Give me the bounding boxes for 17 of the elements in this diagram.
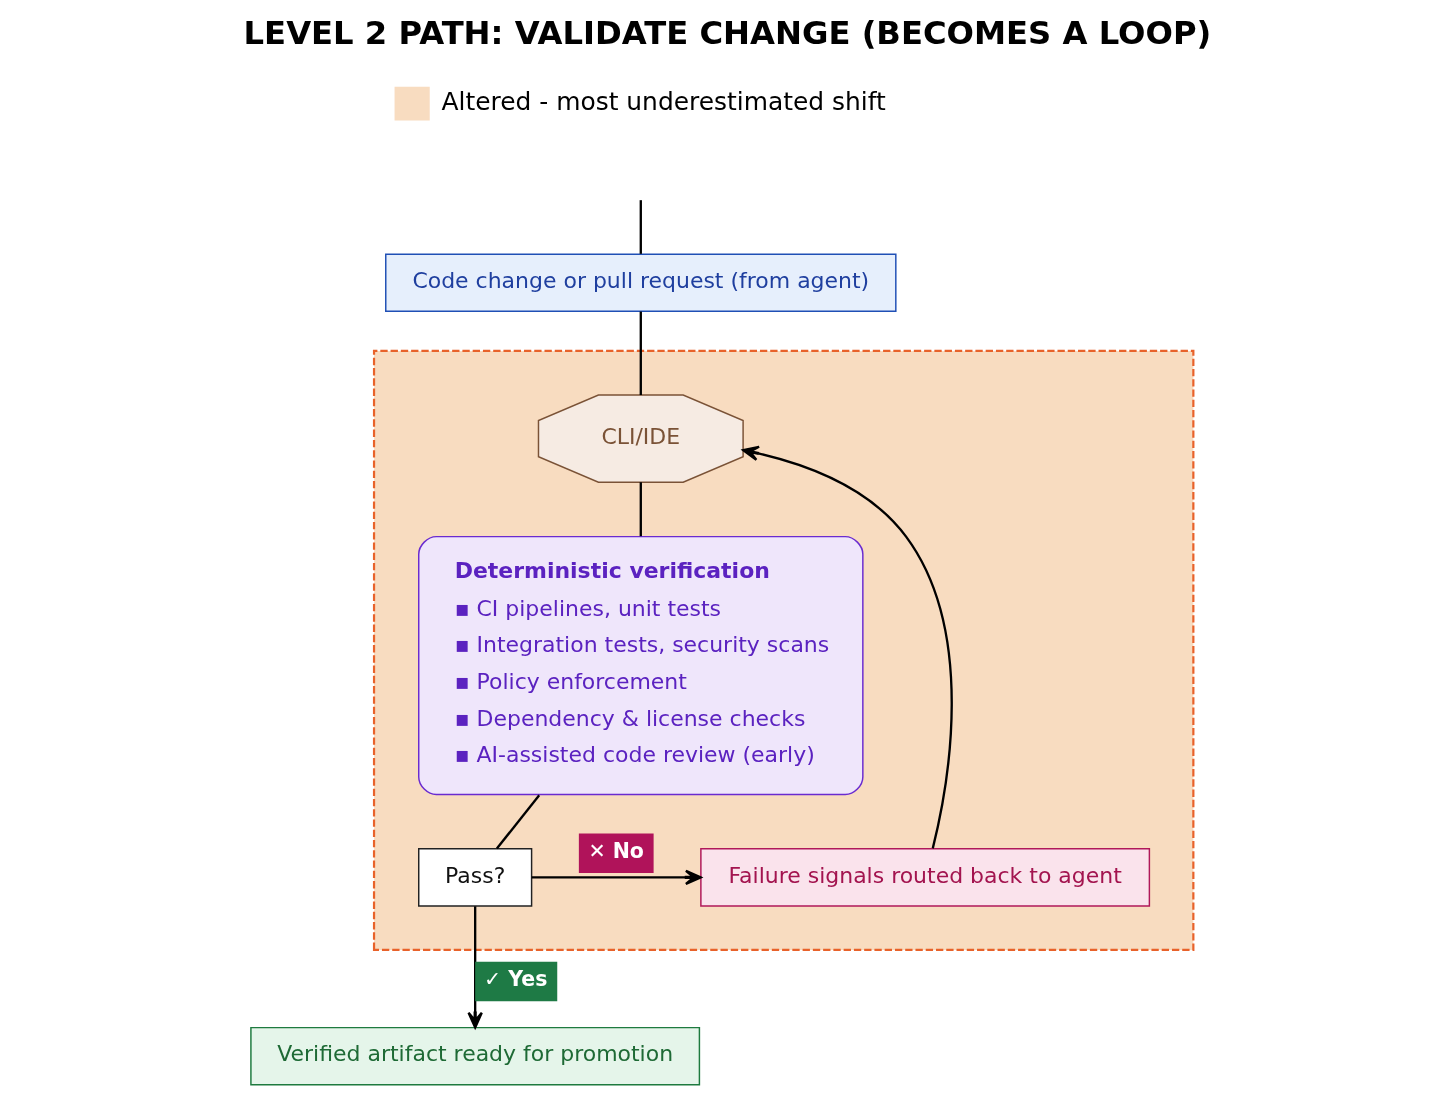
connector xyxy=(639,200,642,254)
diagram-title: LEVEL 2 PATH: VALIDATE CHANGE (BECOMES A LOOP) xyxy=(243,14,1212,53)
legend-label: Altered - most underestimated shift xyxy=(441,86,886,116)
connector xyxy=(639,482,642,537)
node-box: Code change or pull request (from agent) xyxy=(385,253,897,313)
arrow xyxy=(531,869,702,886)
arrow xyxy=(742,445,953,849)
node-box: Verified artifact ready for promotion xyxy=(250,1026,701,1086)
node-box: Failure signals routed back to agent xyxy=(700,848,1151,907)
edge-label: ✕ No xyxy=(588,838,644,863)
connector xyxy=(495,794,541,850)
cluster xyxy=(372,349,1195,952)
node-box: Deterministic verification ▪ CI pipelines, unit tests ▪ Integration tests, security scans ▪ Policy enforcement ▪ Dependency & license checks ▪ AI-assisted code review (early) xyxy=(418,535,864,796)
edge-label: ✓ Yes xyxy=(483,967,548,992)
connector xyxy=(639,311,642,396)
node-box: Pass? xyxy=(418,848,533,907)
arrow xyxy=(467,906,483,1029)
